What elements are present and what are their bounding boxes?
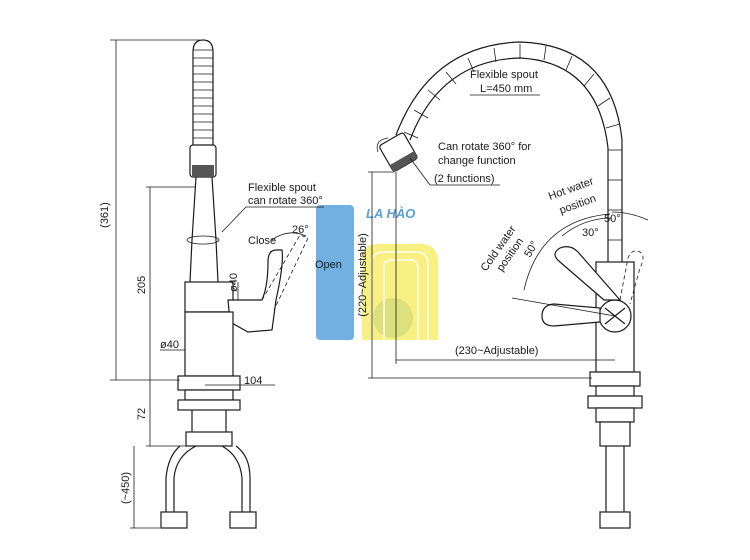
- side-lever-open-position: [261, 234, 309, 311]
- front-arc-30: [561, 217, 613, 237]
- front-gasket: [595, 385, 635, 397]
- side-flex-label-2: can rotate 360°: [248, 195, 323, 207]
- watermark-text: LA HÀO: [366, 206, 415, 221]
- front-spout-inner: [409, 57, 609, 262]
- side-fitting-left: [160, 511, 188, 529]
- front-angle-50-hot: 50°: [604, 213, 621, 225]
- dim-width-label: (230~Adjustable): [455, 345, 538, 357]
- side-gasket: [184, 389, 234, 401]
- front-spout-label-2: L=450 mm: [480, 83, 532, 95]
- side-rotation-arrow: [186, 235, 220, 245]
- front-arc-hot: [611, 211, 649, 221]
- side-angle-label: 26°: [292, 224, 309, 236]
- side-fitting-right: [229, 511, 257, 529]
- front-rotate-label-2: change function: [438, 155, 516, 167]
- side-hose-left: [173, 445, 197, 512]
- dim-reach-label: 104: [244, 375, 262, 387]
- front-spout-outer: [395, 41, 623, 262]
- dim-total-label: (361): [99, 202, 111, 228]
- front-shank: [599, 421, 631, 447]
- side-lever-handle: [227, 249, 283, 333]
- dia-handle-label: ø40: [228, 273, 240, 292]
- front-lever-hot-30: [619, 250, 644, 305]
- side-angle-arc: [271, 232, 307, 241]
- dim-body-label: 205: [136, 276, 148, 294]
- side-flex-leader: [221, 206, 324, 233]
- side-lower-body: [184, 311, 234, 377]
- front-arc-cold: [523, 213, 611, 291]
- side-spout-right: [211, 176, 219, 283]
- front-rotate-label-3: (2 functions): [434, 173, 495, 185]
- side-hose-right: [221, 445, 243, 512]
- front-base-collar: [589, 371, 641, 387]
- side-flex-hose: [192, 39, 214, 160]
- front-rotate-leader: [409, 157, 500, 186]
- side-open-label: Open: [315, 259, 342, 271]
- side-bottom-nut: [185, 431, 233, 447]
- side-spout-left: [189, 176, 197, 283]
- front-supply-hose: [605, 446, 625, 512]
- dia-body-label: ø40: [160, 339, 179, 351]
- side-view: (361) 205 72 (~450) 104 ø40 ø40 Flexible…: [99, 39, 342, 529]
- front-lever-hot: [554, 246, 622, 301]
- front-lever-cold: [541, 303, 601, 327]
- front-spout-label-1: Flexible spout: [470, 69, 538, 81]
- dim-hose-label: (~450): [120, 472, 132, 504]
- logo-blue-bar: [316, 205, 354, 340]
- side-spray-nozzle: [192, 165, 214, 177]
- side-base-collar: [177, 375, 241, 391]
- front-angle-30: 30°: [582, 227, 599, 239]
- side-hose-ribs: [193, 49, 213, 139]
- side-nut-plate: [177, 399, 241, 411]
- front-spout-ribs: [403, 44, 622, 241]
- front-nut-plate: [587, 395, 643, 409]
- side-upper-body: [184, 281, 234, 313]
- front-rotate-label-1: Can rotate 360° for: [438, 141, 531, 153]
- front-mount-nut: [595, 407, 635, 423]
- front-arc-leader: [511, 297, 616, 317]
- front-fitting: [599, 511, 631, 529]
- front-rotate-arrow: [376, 137, 389, 153]
- dim-base-label: 72: [136, 408, 148, 420]
- side-flex-label-1: Flexible spout: [248, 182, 316, 194]
- dim-height-label: (220~Adjustable): [357, 233, 369, 316]
- watermark-logo: LA HÀO: [316, 205, 438, 340]
- side-close-label: Close: [248, 235, 276, 247]
- front-spray-head: [379, 132, 418, 173]
